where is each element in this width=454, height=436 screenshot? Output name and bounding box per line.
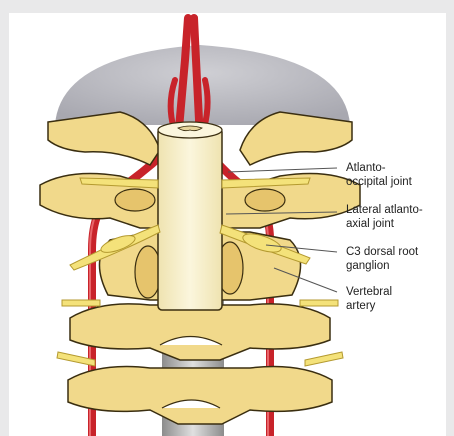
axis-facet-left <box>135 246 161 298</box>
cord-gray-matter <box>178 126 202 131</box>
label-c3-drg-1: C3 dorsal root <box>346 245 418 259</box>
label-vertebral-artery-1: Vertebral <box>346 285 392 299</box>
vertebra-c3 <box>70 304 330 360</box>
label-c3-drg-2: ganglion <box>346 259 389 273</box>
label-atlanto-occipital-1: Atlanto- <box>346 161 386 175</box>
atlas-facet-left <box>115 189 155 211</box>
label-atlanto-occipital-2: occipital joint <box>346 175 412 189</box>
label-vertebral-artery-2: artery <box>346 299 375 313</box>
vertebra-c4 <box>68 367 332 425</box>
label-lateral-atlantoaxial-2: axial joint <box>346 217 394 231</box>
spinal-cord <box>158 128 222 310</box>
diagram-panel: Atlanto- occipital joint Lateral atlanto… <box>9 13 446 436</box>
label-lateral-atlantoaxial-1: Lateral atlanto- <box>346 203 423 217</box>
atlas-facet-right <box>245 189 285 211</box>
